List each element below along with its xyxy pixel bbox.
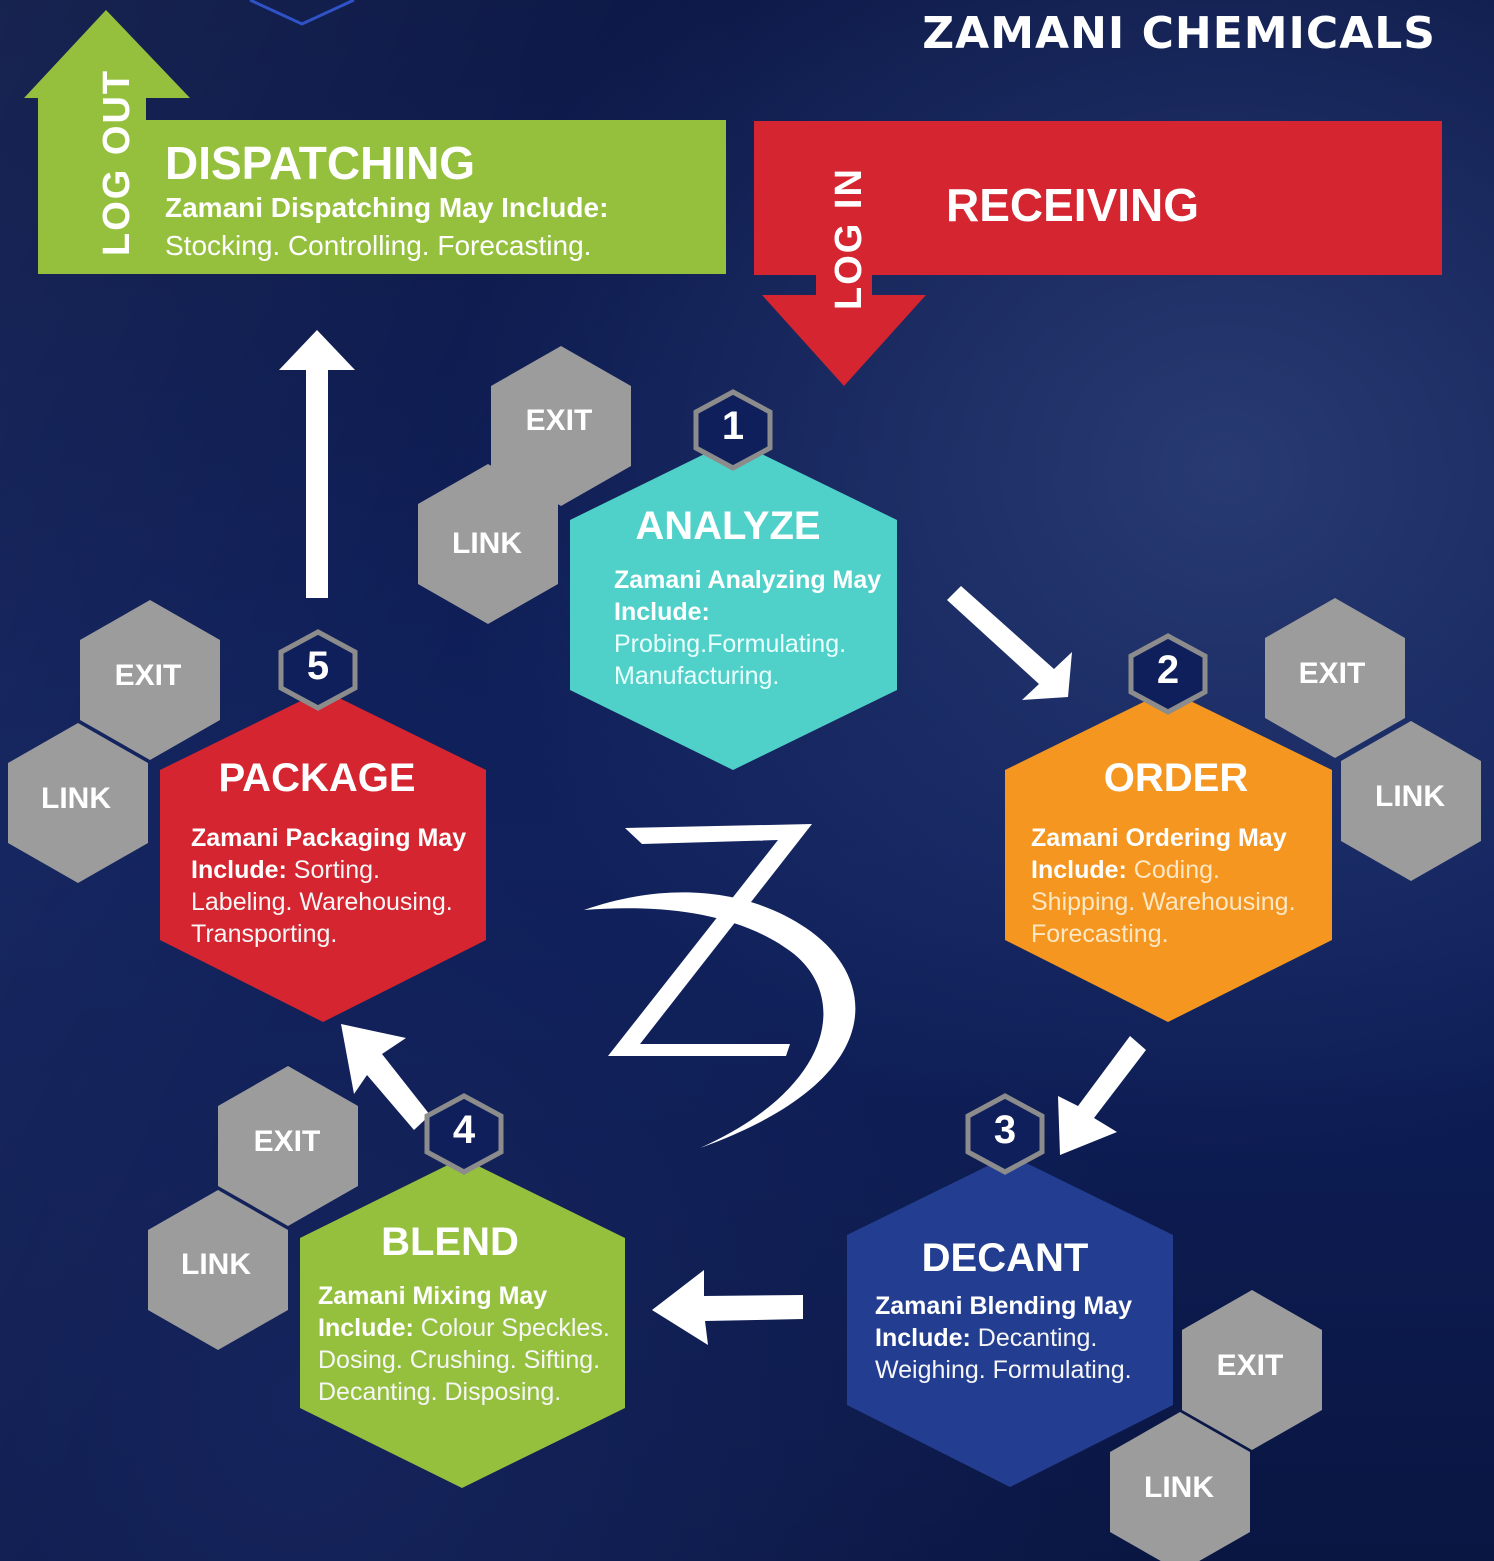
- arrow-up-left-icon: [341, 1024, 430, 1130]
- exit-label-5[interactable]: EXIT: [114, 659, 182, 692]
- arrow-down-left-icon: [1058, 1036, 1146, 1155]
- analyze-lead: Zamani Analyzing May Include:: [614, 566, 882, 626]
- link-label-1[interactable]: LINK: [452, 527, 522, 560]
- hex-analyze[interactable]: [570, 440, 897, 770]
- link-hex-1[interactable]: [418, 464, 558, 624]
- link-hex-5[interactable]: [8, 723, 148, 883]
- link-hex-2[interactable]: [1341, 721, 1481, 881]
- step-number-4: 4: [452, 1108, 476, 1152]
- arrow-up-icon: [279, 330, 355, 598]
- blend-description: Zamani Mixing May Include: Colour Speckl…: [318, 1280, 624, 1408]
- arrow-down-right-icon: [947, 586, 1072, 700]
- badge-4: [424, 1093, 504, 1175]
- analyze-description: Zamani Analyzing May Include: Probing.Fo…: [614, 564, 884, 692]
- order-description: Zamani Ordering May Include: Coding. Shi…: [1031, 822, 1323, 950]
- decant-items: Decanting. Weighing. Formulating.: [875, 1324, 1132, 1384]
- hex-blend[interactable]: [300, 1158, 625, 1488]
- package-items: Sorting. Labeling. Warehousing. Transpor…: [191, 856, 453, 948]
- corner-hex-outline: [249, 0, 355, 26]
- badge-1: [693, 389, 773, 471]
- exit-label-3[interactable]: EXIT: [1216, 1349, 1284, 1382]
- order-items: Coding. Shipping. Warehousing. Forecasti…: [1031, 856, 1296, 948]
- badge-3: [965, 1093, 1045, 1175]
- link-label-4[interactable]: LINK: [181, 1248, 251, 1281]
- receiving-title: RECEIVING: [946, 179, 1200, 231]
- dispatching-panel-shape: [24, 10, 726, 274]
- exit-label-4[interactable]: EXIT: [253, 1125, 321, 1158]
- decant-title: DECANT: [921, 1236, 1089, 1280]
- link-label-2[interactable]: LINK: [1375, 780, 1445, 813]
- zamani-z-logo: [584, 824, 856, 1148]
- blend-items: Colour Speckles. Dosing. Crushing. Sifti…: [318, 1314, 610, 1406]
- hex-package[interactable]: [160, 690, 486, 1022]
- step-number-1: 1: [721, 404, 745, 448]
- badge-2: [1128, 633, 1208, 715]
- step-number-2: 2: [1156, 648, 1180, 692]
- receiving-panel-shape: [754, 121, 1442, 386]
- hex-order[interactable]: [1005, 690, 1332, 1022]
- dispatching-body: Stocking. Controlling. Forecasting.: [165, 230, 592, 261]
- order-lead: Zamani Ordering May Include:: [1031, 824, 1287, 884]
- exit-label-2[interactable]: EXIT: [1298, 657, 1366, 690]
- exit-label-1[interactable]: EXIT: [525, 404, 593, 437]
- blend-lead: Zamani Mixing May Include:: [318, 1282, 548, 1342]
- link-label-3[interactable]: LINK: [1144, 1471, 1214, 1504]
- exit-hex-5[interactable]: [80, 600, 220, 760]
- exit-hex-2[interactable]: [1265, 598, 1405, 758]
- exit-hex-4[interactable]: [218, 1066, 358, 1226]
- order-title: ORDER: [1103, 756, 1249, 800]
- package-title: PACKAGE: [218, 756, 416, 800]
- hex-decant[interactable]: [847, 1155, 1173, 1487]
- step-number-3: 3: [993, 1108, 1017, 1152]
- dispatching-subtitle: Zamani Dispatching May Include:: [165, 192, 609, 223]
- link-hex-3[interactable]: [1110, 1412, 1250, 1561]
- package-description: Zamani Packaging May Include: Sorting. L…: [191, 822, 479, 950]
- link-hex-4[interactable]: [148, 1190, 288, 1350]
- analyze-items: Probing.Formulating. Manufacturing.: [614, 630, 847, 690]
- exit-hex-3[interactable]: [1182, 1290, 1322, 1450]
- step-number-5: 5: [306, 644, 330, 688]
- exit-hex-1[interactable]: [491, 346, 631, 506]
- brand-name: ZAMANI CHEMICALS: [922, 8, 1436, 59]
- decant-description: Zamani Blending May Include: Decanting. …: [875, 1290, 1165, 1386]
- blend-title: BLEND: [381, 1220, 519, 1264]
- badge-5: [278, 629, 358, 711]
- analyze-title: ANALYZE: [635, 504, 821, 548]
- link-label-5[interactable]: LINK: [41, 782, 111, 815]
- decant-lead: Zamani Blending May Include:: [875, 1292, 1132, 1352]
- dispatching-title: DISPATCHING: [165, 137, 476, 189]
- package-lead: Zamani Packaging May Include:: [191, 824, 467, 884]
- arrow-left-icon: [652, 1270, 803, 1345]
